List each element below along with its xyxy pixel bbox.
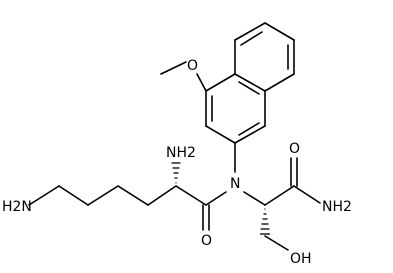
- amine-alpha-label: NH2: [166, 145, 196, 161]
- stereo-hash-wedge-alpha: [171, 162, 181, 184]
- atom-labels: H2N NH2 N O O O NH2 OH: [2, 58, 352, 267]
- bond-lines: [28, 22, 321, 251]
- amide-nitrogen-label: N: [230, 176, 240, 192]
- amine-terminal-label: H2N: [2, 199, 32, 215]
- amide-nh2-label: NH2: [322, 199, 352, 215]
- methoxy-oxygen-label: O: [187, 58, 198, 74]
- carbonyl-oxygen-left-label: O: [201, 233, 212, 249]
- hydroxyl-label: OH: [290, 251, 312, 267]
- carbonyl-oxygen-right-label: O: [289, 141, 300, 157]
- stereo-hash-wedge-serine: [260, 208, 270, 235]
